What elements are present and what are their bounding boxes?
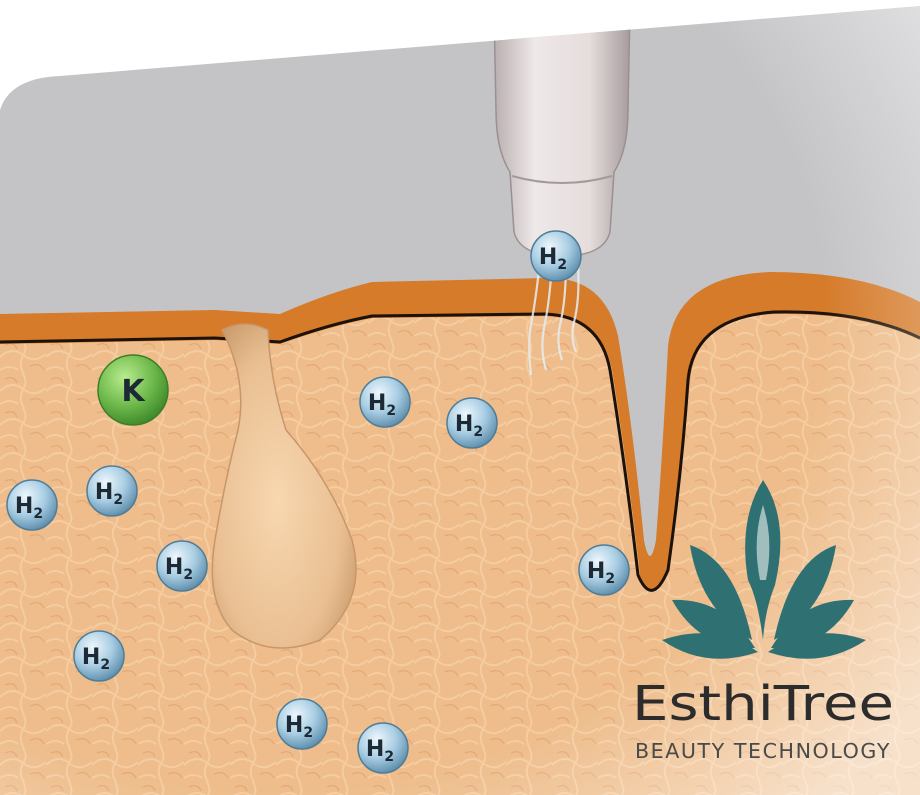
hydrogen-molecule: H2 [276,698,328,750]
hydrogen-molecule: H2 [530,230,582,282]
hydrogen-molecule: H2 [86,465,138,517]
svg-text:K: K [121,374,146,409]
hydrogen-molecule: H2 [578,544,630,596]
hydrogen-molecule: H2 [446,397,498,449]
svg-text:H2: H2 [539,245,567,273]
hydrogen-molecule: H2 [156,540,208,592]
svg-text:H2: H2 [366,737,394,765]
brand-logo: EsthiTree BEAUTY TECHNOLOGY [632,480,894,763]
hydrogen-molecule: H2 [73,630,125,682]
brand-name: EsthiTree [632,676,894,732]
svg-text:H2: H2 [95,480,123,508]
hydrogen-molecule: H2 [6,479,58,531]
hydrogen-molecule: H2 [359,376,411,428]
svg-text:H2: H2 [587,559,615,587]
hydrogen-molecule: H2 [357,722,409,774]
svg-text:H2: H2 [15,494,43,522]
svg-text:H2: H2 [285,713,313,741]
svg-text:H2: H2 [165,555,193,583]
svg-text:H2: H2 [82,645,110,673]
svg-text:H2: H2 [455,412,483,440]
potassium-molecule: K [97,354,169,426]
lotus-leaf-icon [662,480,866,659]
brand-tagline: BEAUTY TECHNOLOGY [635,739,891,763]
svg-text:H2: H2 [368,391,396,419]
